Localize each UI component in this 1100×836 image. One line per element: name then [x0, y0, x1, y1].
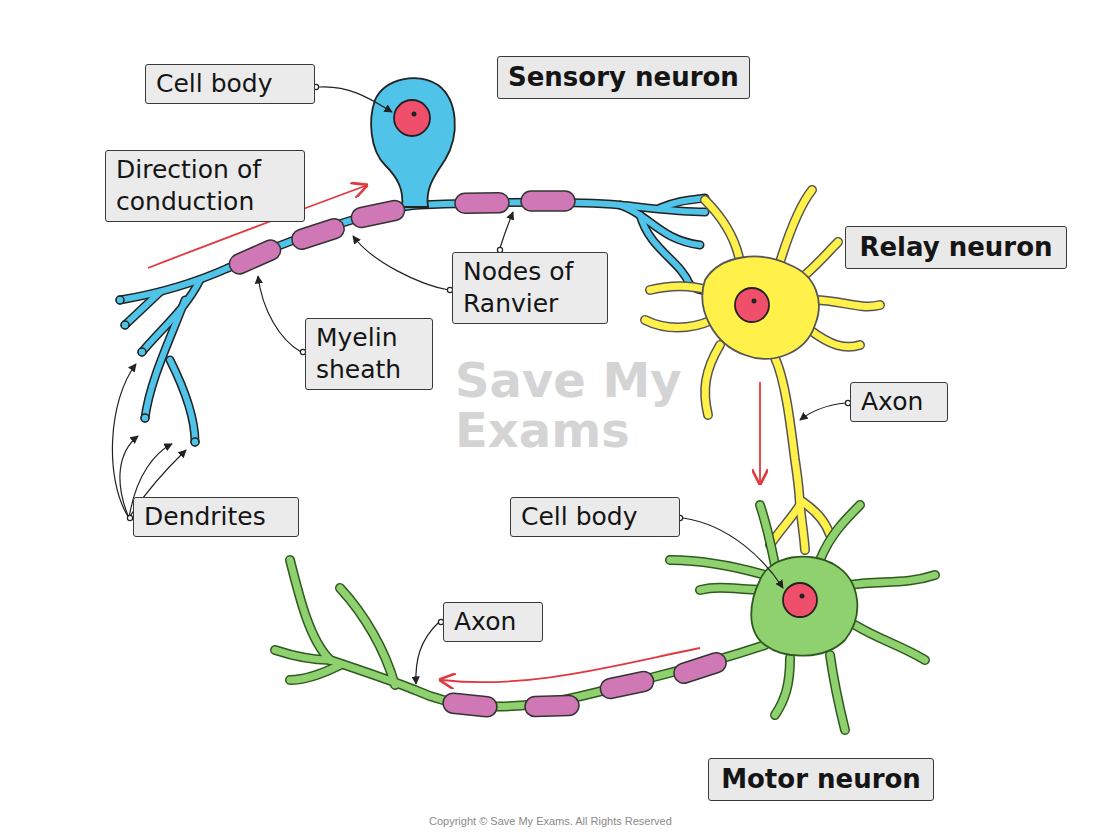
label-text: Motor neuron — [719, 763, 923, 796]
neuron-title: Sensory neuron — [497, 56, 750, 99]
conduction-arrows — [148, 186, 760, 682]
motor-neuron — [275, 505, 935, 730]
label-text: Myelin sheath — [316, 322, 422, 386]
callout-label: Nodes of Ranvier — [452, 252, 608, 324]
callout-label: Axon — [850, 382, 948, 422]
label-text: Axon — [454, 606, 532, 638]
callout-label: Myelin sheath — [305, 318, 433, 390]
label-text: Cell body — [521, 501, 669, 533]
watermark: Save My Exams — [455, 355, 695, 456]
leader-lines — [112, 87, 846, 684]
callout-label: Axon — [443, 602, 543, 642]
label-text: Axon — [861, 386, 937, 418]
callout-label: Dendrites — [133, 497, 299, 537]
label-text: Relay neuron — [856, 231, 1056, 264]
callout-label: Direction of conduction — [105, 150, 305, 222]
callout-label: Cell body — [145, 64, 315, 104]
neuron-title: Relay neuron — [845, 226, 1067, 269]
label-text: Nodes of Ranvier — [463, 256, 597, 320]
label-text: Sensory neuron — [508, 61, 739, 94]
copyright-note: Copyright © Save My Exams. All Rights Re… — [429, 815, 672, 827]
label-text: Dendrites — [144, 501, 288, 533]
label-text: Direction of conduction — [116, 154, 294, 218]
neuron-title: Motor neuron — [708, 758, 934, 801]
callout-label: Cell body — [510, 497, 680, 537]
label-text: Cell body — [156, 68, 304, 100]
